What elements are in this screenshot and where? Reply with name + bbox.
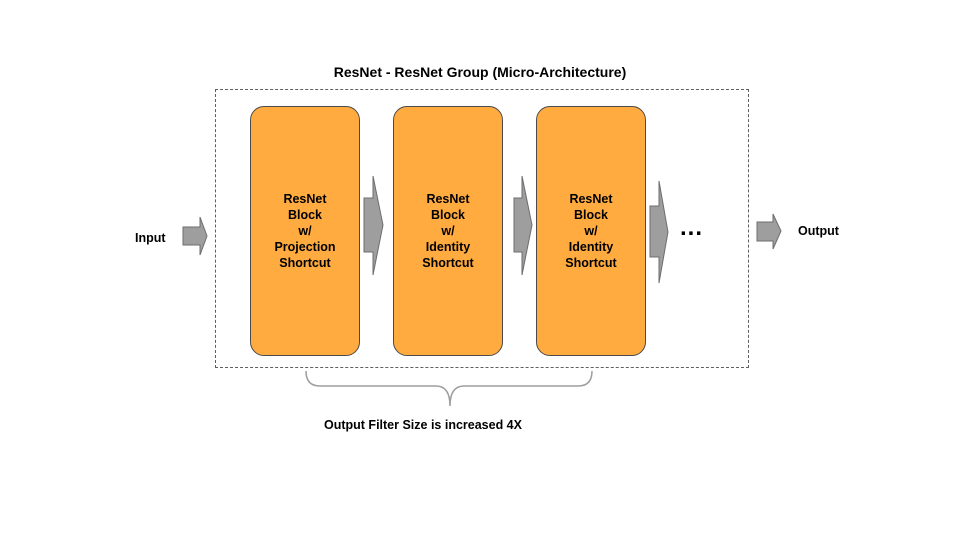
- brace-icon: [305, 370, 593, 407]
- block-arrow-icon: [513, 175, 533, 276]
- diagram-title: ResNet - ResNet Group (Micro-Architectur…: [333, 64, 627, 80]
- filter-size-note: Output Filter Size is increased 4X: [324, 418, 522, 432]
- block-arrow-icon: [649, 180, 669, 284]
- resnet-block-identity-2: ResNet Block w/ Identity Shortcut: [536, 106, 646, 356]
- output-label: Output: [798, 224, 839, 238]
- block-label: ResNet Block w/ Identity Shortcut: [565, 192, 617, 270]
- block-arrow-icon: [363, 175, 384, 276]
- continuation-ellipsis: ...: [680, 214, 704, 241]
- output-arrow-icon: [756, 213, 782, 250]
- block-label: ResNet Block w/ Identity Shortcut: [422, 192, 474, 270]
- resnet-block-identity-1: ResNet Block w/ Identity Shortcut: [393, 106, 503, 356]
- resnet-block-projection: ResNet Block w/ Projection Shortcut: [250, 106, 360, 356]
- input-label: Input: [135, 231, 166, 245]
- block-label: ResNet Block w/ Projection Shortcut: [274, 192, 336, 270]
- resnet-group-frame: [215, 89, 749, 368]
- input-arrow-icon: [182, 216, 208, 256]
